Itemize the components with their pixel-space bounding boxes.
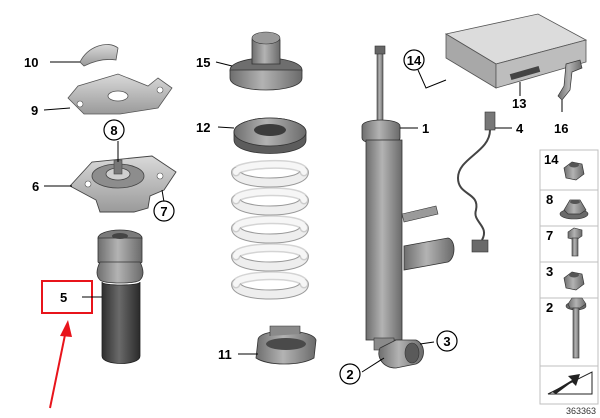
callout-10: 10 — [24, 55, 38, 70]
part-13-control-unit — [444, 13, 588, 89]
leader-2 — [361, 357, 385, 373]
panel-number-7: 7 — [546, 228, 553, 243]
leader-14 — [417, 69, 447, 89]
callout-12: 12 — [196, 120, 210, 135]
callout-7-circle — [153, 200, 175, 222]
arrow-symbol-icon — [547, 371, 593, 395]
callout-11: 11 — [218, 347, 232, 362]
panel-number-14: 14 — [544, 152, 559, 167]
part-15-upper-spring-pad — [229, 31, 303, 91]
part-4-sensor-wire — [456, 111, 496, 253]
callout-2: 2 — [346, 367, 353, 382]
callout-8-circle — [103, 119, 125, 141]
callout-3-circle — [436, 330, 458, 352]
callout-2-circle — [339, 363, 361, 385]
part-16-bracket — [557, 59, 583, 101]
callout-7: 7 — [160, 204, 167, 219]
panel-number-2: 2 — [546, 300, 553, 315]
flange-nut-icon — [559, 199, 589, 220]
panel-number-3: 3 — [546, 264, 553, 279]
hardware-panel: 14 8 7 3 2 — [539, 149, 599, 405]
part-11-lower-spring-pad — [255, 325, 317, 365]
leader-7 — [161, 189, 165, 203]
red-arrow — [49, 320, 72, 409]
callout-13: 13 — [512, 96, 526, 111]
bolt-icon — [567, 227, 583, 257]
leader-12 — [217, 126, 235, 129]
nut-icon — [563, 161, 585, 181]
callout-14-circle — [403, 49, 425, 71]
callout-1: 1 — [422, 121, 429, 136]
leader-3 — [419, 341, 435, 345]
callout-8: 8 — [110, 123, 117, 138]
callout-4: 4 — [516, 121, 524, 136]
callout-15: 15 — [196, 55, 210, 70]
callout-16: 16 — [554, 121, 568, 136]
callout-5: 5 — [60, 290, 67, 305]
callout-9: 9 — [31, 103, 38, 118]
callout-3: 3 — [443, 334, 450, 349]
coil-spring — [231, 160, 309, 300]
callout-14: 14 — [407, 53, 422, 68]
part-1-shock-absorber — [361, 45, 455, 369]
part-6-strut-mount — [69, 155, 177, 213]
part-5-bump-stop-boot — [96, 229, 144, 364]
part-10-clip — [79, 44, 119, 67]
leader-9 — [43, 107, 71, 111]
reference-number: 363363 — [566, 406, 596, 416]
leader-15 — [215, 61, 233, 67]
panel-number-8: 8 — [546, 192, 553, 207]
callout-6: 6 — [32, 179, 39, 194]
part-9-gasket — [67, 73, 173, 115]
nut-icon-2 — [563, 271, 585, 291]
part-12-spring-seat — [233, 117, 307, 154]
long-bolt-icon — [565, 297, 587, 359]
